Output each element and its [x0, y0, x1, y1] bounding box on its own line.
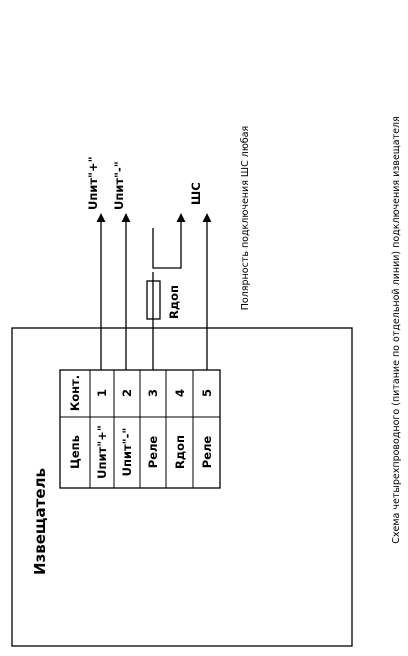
- device-label: Извещатель: [31, 468, 49, 575]
- terminal-table: Цепь Конт. Uпит"+" 1 Uпит"-" 2 Реле 3 Rд…: [59, 369, 221, 489]
- row-3-circuit: Реле: [146, 436, 160, 469]
- row-5-circuit: Реле: [200, 436, 214, 469]
- row-5-contact: 5: [200, 389, 214, 397]
- row-4-circuit: Rдоп: [173, 435, 187, 469]
- loop-label: ШС: [189, 182, 203, 205]
- wire-resistor-loop: [152, 213, 186, 269]
- row-4-contact: 4: [173, 389, 187, 397]
- polarity-note: Полярность подключения ШС любая: [240, 126, 251, 310]
- row-1-contact: 1: [95, 389, 109, 397]
- row-1-circuit: Uпит"+": [95, 425, 109, 479]
- header-contact: Конт.: [68, 375, 82, 411]
- device-box: [11, 327, 353, 647]
- resistor-label: Rдоп: [167, 285, 181, 319]
- supply-plus-label: Uпит"+": [86, 156, 100, 210]
- row-3-contact: 3: [146, 389, 160, 397]
- row-2-contact: 2: [120, 389, 134, 397]
- header-circuit: Цепь: [68, 435, 82, 469]
- diagram-caption: Схема четырехпроводного (питание по отде…: [391, 116, 402, 543]
- row-2-circuit: Uпит"-": [120, 428, 134, 477]
- supply-minus-label: Uпит"-": [112, 161, 126, 210]
- resistor-symbol: [146, 280, 161, 320]
